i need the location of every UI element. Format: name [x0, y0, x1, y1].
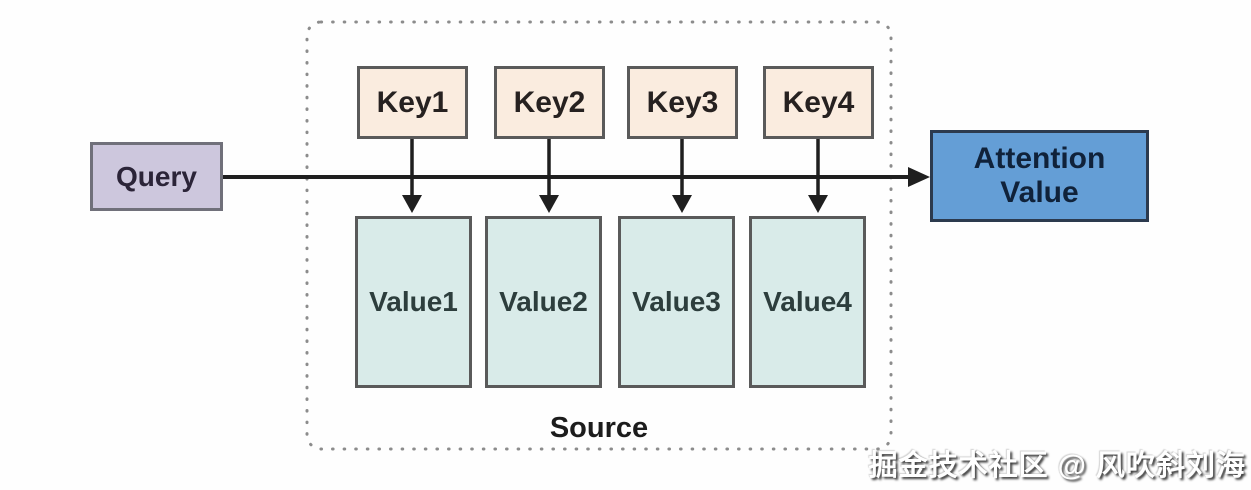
key3-to-value3-arrowhead: [672, 195, 692, 213]
attention-value-box: Attention Value: [930, 130, 1149, 222]
key2-box: Key2: [494, 66, 605, 139]
key1-to-value1-arrowhead: [402, 195, 422, 213]
key4-to-value4-arrowhead: [808, 195, 828, 213]
query-to-attention-arrowhead: [908, 167, 930, 187]
query-box: Query: [90, 142, 223, 211]
value3-box: Value3: [618, 216, 735, 388]
key3-box: Key3: [627, 66, 738, 139]
value4-box: Value4: [749, 216, 866, 388]
key2-to-value2-arrowhead: [539, 195, 559, 213]
source-label: Source: [549, 412, 649, 444]
key4-box: Key4: [763, 66, 874, 139]
value2-box: Value2: [485, 216, 602, 388]
watermark-text: 掘金技术社区 @ 风吹斜刘海: [868, 450, 1246, 482]
value1-box: Value1: [355, 216, 472, 388]
key1-box: Key1: [357, 66, 468, 139]
